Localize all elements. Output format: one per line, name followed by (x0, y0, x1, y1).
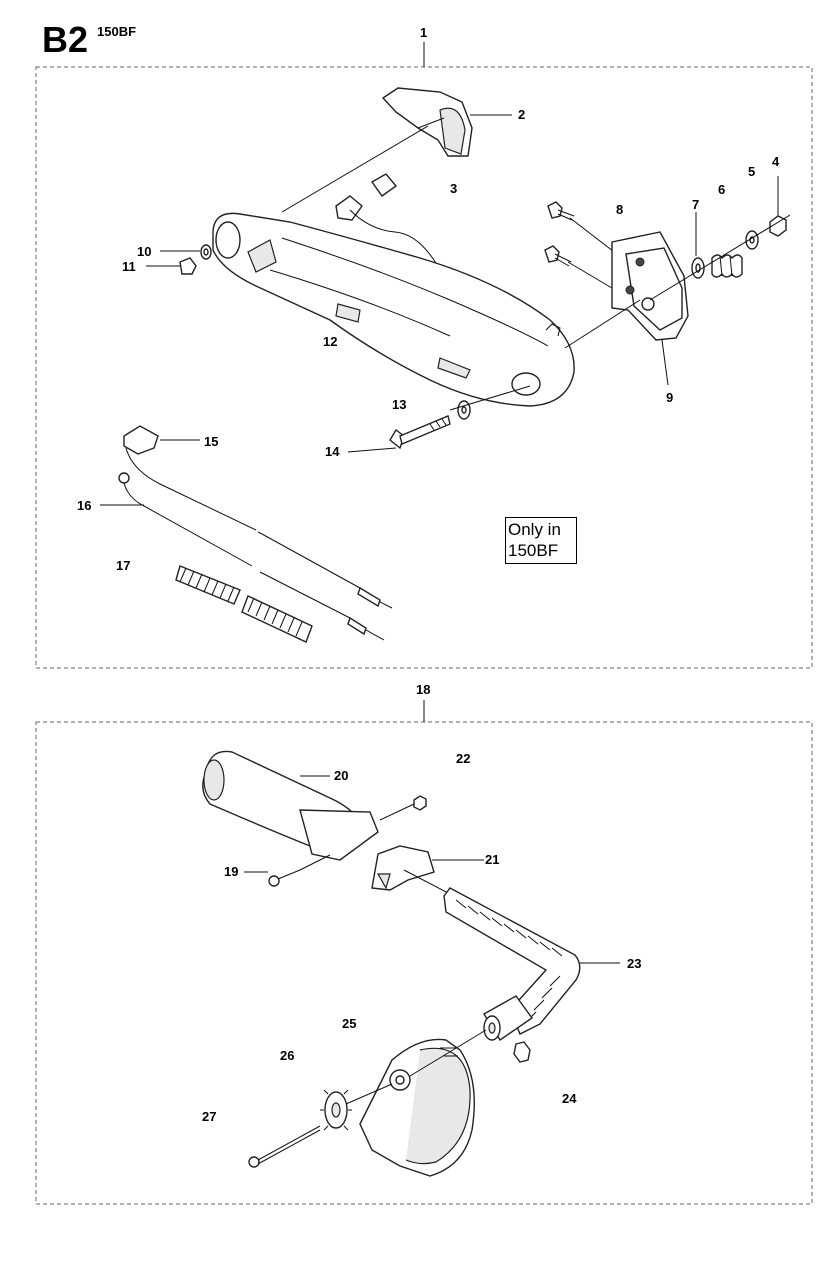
callout-3: 3 (450, 181, 458, 196)
part-6-spring (711, 254, 743, 278)
part-12-front-handle (212, 212, 575, 407)
part-9-bracket (611, 231, 689, 341)
part-27-bolt (248, 1125, 321, 1168)
part-11-nut (179, 257, 197, 275)
callout-26: 26 (280, 1048, 295, 1063)
callout-6: 6 (718, 182, 726, 197)
callout-23: 23 (627, 956, 642, 971)
part-10-washer (200, 244, 212, 260)
part-13-washer (457, 400, 471, 420)
part-24-nut (513, 1041, 531, 1063)
part-14-bolt (389, 415, 451, 450)
part-16-cable (118, 472, 385, 641)
part-22-nut (413, 795, 427, 811)
part-3-switch (335, 173, 471, 297)
model-label: 150BF (97, 24, 137, 39)
callout-20: 20 (334, 768, 349, 783)
part-5-washer (745, 230, 759, 250)
model-note-box: Only in 150BF (505, 517, 577, 564)
callout-13: 13 (392, 397, 407, 412)
callout-8: 8 (616, 202, 624, 217)
callout-17: 17 (116, 558, 131, 573)
callout-22: 22 (456, 751, 471, 766)
page-section-code: B2 (42, 19, 89, 60)
callout-16: 16 (77, 498, 92, 513)
part-25-gear (483, 995, 533, 1041)
part-2-clamp (381, 87, 473, 157)
callout-4: 4 (772, 154, 780, 169)
part-15-cable (123, 425, 393, 609)
part-8-screws (544, 201, 575, 267)
callout-1: 1 (420, 25, 428, 40)
part-17-springs (175, 565, 313, 643)
callout-5: 5 (748, 164, 756, 179)
callout-18: 18 (416, 682, 431, 697)
callout-7: 7 (692, 197, 700, 212)
callout-21: 21 (485, 852, 500, 867)
callout-25: 25 (342, 1016, 357, 1031)
part-20-grip (202, 750, 379, 861)
callout-27: 27 (202, 1109, 217, 1124)
callout-19: 19 (224, 864, 239, 879)
callout-24: 24 (562, 1091, 577, 1106)
part-27-knob (320, 1089, 352, 1131)
part-26-clamp (359, 1038, 475, 1177)
callout-15: 15 (204, 434, 219, 449)
callout-11: 11 (122, 259, 136, 274)
callout-12: 12 (323, 334, 338, 349)
part-19-screw (268, 869, 301, 887)
callout-10: 10 (137, 244, 152, 259)
callout-2: 2 (518, 107, 526, 122)
part-21-trigger (371, 845, 435, 891)
callout-14: 14 (325, 444, 340, 459)
callout-9: 9 (666, 390, 674, 405)
